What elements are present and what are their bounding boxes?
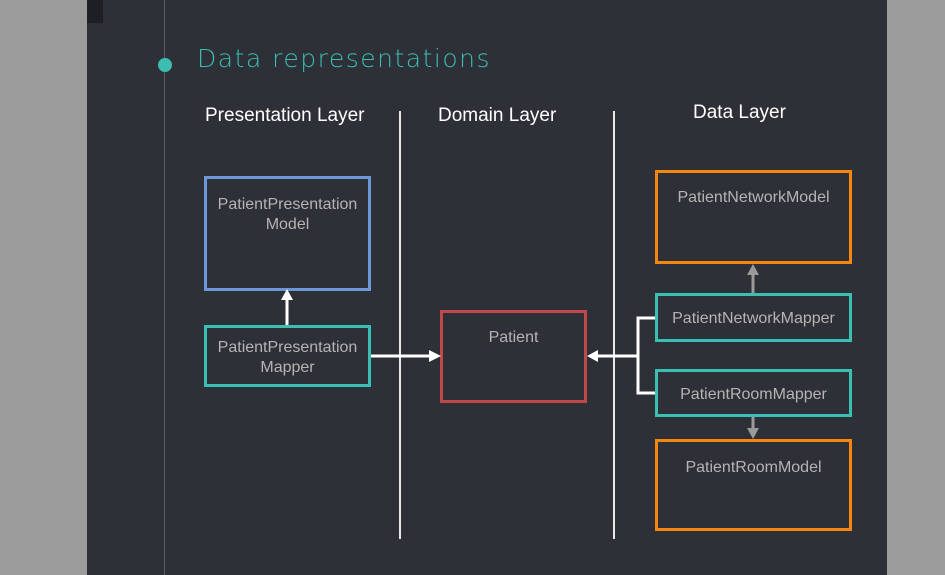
box-label: Patient [488, 329, 539, 346]
patient-presentation-model-box: PatientPresentation Model [204, 176, 371, 291]
box-label-line: Model [265, 216, 310, 233]
box-label: PatientNetworkMapper [672, 310, 835, 327]
box-label-line: PatientPresentation [217, 339, 358, 356]
box-label-line: Mapper [260, 359, 315, 376]
domain-layer-heading: Domain Layer [438, 105, 557, 126]
patient-network-model-box: PatientNetworkModel [655, 170, 852, 264]
timeline-line [164, 0, 165, 575]
box-label-line: PatientPresentation [217, 196, 358, 213]
presentation-layer-heading: Presentation Layer [205, 105, 365, 126]
patient-presentation-mapper-box: PatientPresentation Mapper [204, 325, 371, 387]
patient-entity-box: Patient [440, 310, 587, 403]
layer-divider-right [613, 111, 615, 539]
box-label: PatientNetworkModel [677, 189, 830, 206]
data-layer-heading: Data Layer [693, 102, 786, 123]
layer-divider-left [399, 111, 401, 539]
patient-network-mapper-box: PatientNetworkMapper [655, 293, 852, 342]
patient-room-mapper-box: PatientRoomMapper [655, 369, 852, 417]
box-label: PatientRoomMapper [680, 386, 827, 403]
corner-mark [87, 0, 103, 23]
section-title: Data representations [197, 44, 492, 73]
patient-room-model-box: PatientRoomModel [655, 439, 852, 531]
box-label: PatientRoomModel [685, 459, 822, 476]
timeline-bullet [158, 58, 172, 72]
